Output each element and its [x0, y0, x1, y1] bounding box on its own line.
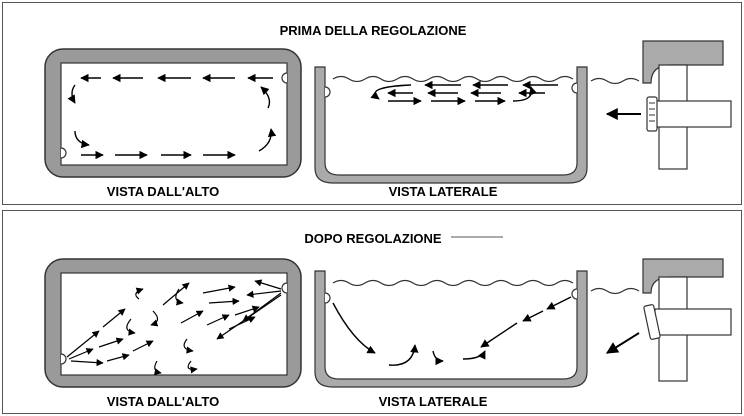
flow-arrows-side-view	[370, 80, 558, 106]
panel-title: DOPO REGOLAZIONE	[304, 231, 442, 246]
top-view-label: VISTA DALL'ALTO	[106, 184, 220, 199]
nozzle-detail	[590, 40, 732, 170]
pool-top-view	[44, 48, 302, 178]
side-view-label: VISTA LATERALE	[378, 394, 488, 409]
side-view-label: VISTA LATERALE	[388, 184, 498, 199]
scattered-arrows-top-view	[66, 279, 282, 376]
pool-side-view	[314, 66, 588, 184]
panel-title: PRIMA DELLA REGOLAZIONE	[279, 23, 467, 38]
pool-side-view	[314, 270, 588, 388]
panel-before-adjustment: PRIMA DELLA REGOLAZIONE VISTA DALL'ALTO …	[2, 2, 742, 205]
after-diagram	[44, 236, 732, 388]
panel-after-adjustment: DOPO REGOLAZIONE VISTA DALL'ALTO VISTA L…	[2, 210, 742, 414]
flow-arrows-top-view	[67, 73, 277, 160]
before-diagram	[44, 40, 732, 184]
top-view-label: VISTA DALL'ALTO	[106, 394, 220, 409]
nozzle-detail	[590, 258, 732, 382]
flow-arrows-side-view	[332, 296, 572, 366]
pool-top-view	[44, 258, 302, 388]
